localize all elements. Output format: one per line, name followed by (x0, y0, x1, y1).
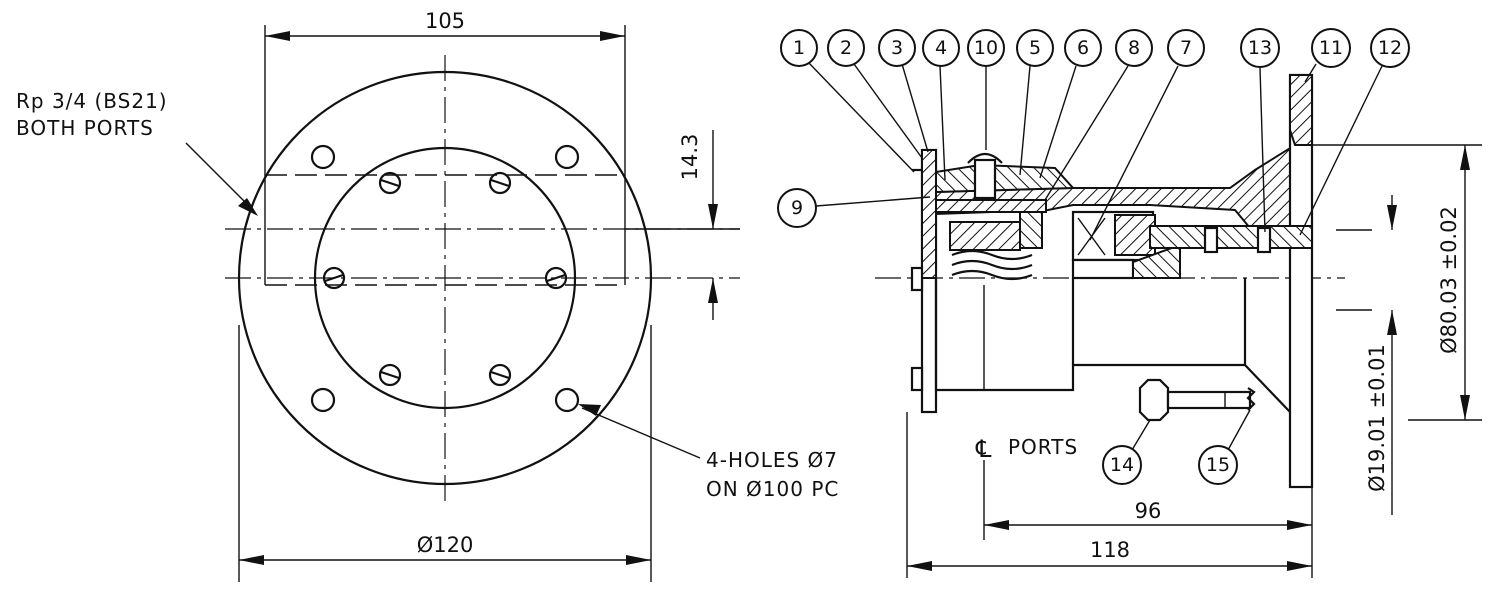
hole-note-leader (578, 404, 701, 459)
cover-screw-head (910, 366, 924, 392)
svg-text:8: 8 (1128, 37, 1140, 59)
impeller-hatched (949, 221, 1021, 251)
svg-text:4: 4 (935, 37, 947, 59)
balloon-5: 5 (1016, 29, 1054, 176)
dimension-118 (906, 412, 1312, 578)
balloon-14: 14 (1102, 419, 1151, 485)
dimension-105 (264, 25, 626, 175)
svg-text:12: 12 (1378, 37, 1402, 59)
balloon-6: 6 (1039, 29, 1102, 179)
balloon-9: 9 (777, 188, 931, 228)
balloon-12: 12 (1299, 28, 1410, 236)
spigot-hole (1203, 226, 1219, 254)
cover-screw-head (910, 266, 924, 292)
shaft-collar-hatched (1132, 243, 1181, 279)
balloon-10: 10 (967, 29, 1005, 150)
svg-text:3: 3 (891, 37, 903, 59)
dimension-118-label: 118 (1090, 538, 1130, 562)
bearing-race-hatched (1114, 214, 1156, 256)
balloon-4: 4 (922, 29, 960, 181)
balloon-13: 13 (1240, 28, 1280, 233)
flange-hole (554, 144, 580, 170)
dimension-spigot (1312, 144, 1482, 421)
cover-screw (488, 363, 512, 387)
dimension-14-3 (625, 130, 740, 320)
svg-text:6: 6 (1077, 37, 1089, 59)
flange-hole (310, 144, 336, 170)
svg-text:2: 2 (840, 37, 852, 59)
svg-text:9: 9 (791, 197, 803, 219)
cover-screw (378, 363, 402, 387)
port-note-line1: Rp 3/4 (BS21) (16, 89, 168, 113)
svg-text:14: 14 (1110, 454, 1134, 476)
cover-screw (322, 266, 346, 290)
hole-note-line1: 4-HOLES Ø7 (706, 448, 838, 472)
shaft-lower (1071, 258, 1135, 280)
svg-text:10: 10 (974, 37, 998, 59)
balloon-2: 2 (827, 29, 923, 159)
balloon-7: 7 (1089, 29, 1205, 241)
spigot-hatched (1149, 225, 1313, 249)
part-balloons: 1 2 3 4 10 5 6 (777, 28, 1410, 485)
balloon-11: 11 (1304, 28, 1351, 83)
balloon-8: 8 (1044, 29, 1153, 201)
top-bolt (973, 158, 997, 200)
cover-screw (488, 171, 512, 195)
pump-body-outline (934, 278, 1291, 413)
dimension-96 (983, 460, 1313, 578)
top-bolt-head (967, 152, 1003, 164)
svg-text:15: 15 (1206, 454, 1230, 476)
front-view: 105 Ø120 14.3 Rp 3/4 (BS21) BOTH PORTS (16, 9, 839, 582)
svg-text:11: 11 (1319, 37, 1343, 59)
impeller-blades (951, 249, 1033, 281)
spigot-hole (1256, 226, 1272, 254)
cover-hatch (921, 149, 937, 279)
hole-note-line2: ON Ø100 PC (706, 477, 839, 501)
ports-label: PORTS (1008, 435, 1078, 459)
balloon-3: 3 (878, 29, 929, 153)
flange-hole (310, 387, 336, 413)
svg-text:7: 7 (1180, 37, 1192, 59)
svg-text:1: 1 (793, 37, 805, 59)
cover-screw (544, 266, 568, 290)
seal-hatched (1019, 211, 1043, 249)
dimension-120-label: Ø120 (417, 533, 474, 557)
cam-hatched (935, 163, 1076, 194)
port-note-leader (185, 142, 258, 216)
svg-text:13: 13 (1248, 37, 1272, 59)
dimension-shaft-label: Ø19.01 ±0.01 (1365, 344, 1389, 492)
side-view: 96 118 ℄ PORTS Ø19.01 ±0.01 (875, 73, 1482, 578)
svg-text:5: 5 (1029, 37, 1041, 59)
centerline-symbol: ℄ (975, 435, 992, 463)
loose-bolt-14 (1138, 378, 1252, 422)
dimension-96-label: 96 (1135, 499, 1162, 523)
flange-top-hatched (1289, 74, 1313, 146)
dimension-105-label: 105 (425, 9, 465, 33)
dimension-shaft (1336, 195, 1397, 515)
port-note-line2: BOTH PORTS (16, 116, 154, 140)
cam-plate-hatched (935, 199, 1047, 213)
spring-washer-15 (1246, 387, 1256, 411)
dimension-14-3-label: 14.3 (678, 134, 702, 181)
dimension-120 (238, 325, 652, 582)
flange-hole (554, 387, 580, 413)
cover-screw (378, 171, 402, 195)
balloon-1: 1 (780, 29, 915, 173)
dimension-spigot-label: Ø80.03 ±0.02 (1437, 206, 1461, 354)
balloon-15: 15 (1198, 409, 1251, 485)
